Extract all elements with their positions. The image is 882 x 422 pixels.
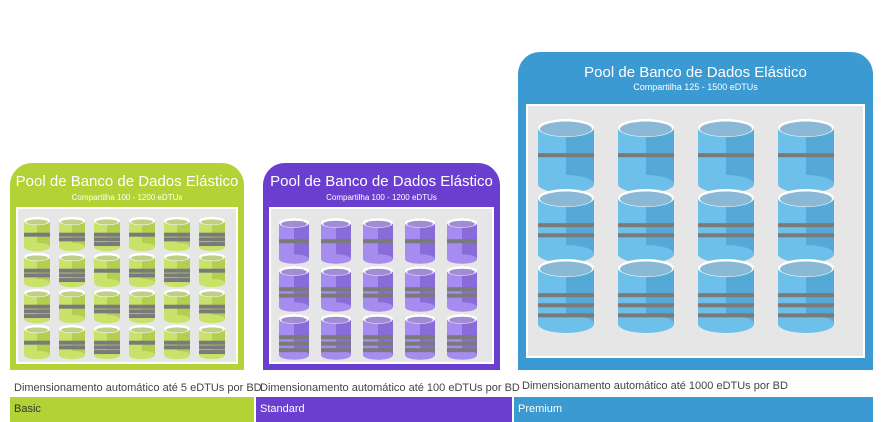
database-icon <box>24 324 50 360</box>
database-icon <box>129 324 155 360</box>
standard-pool: Pool de Banco de Dados Elástico Comparti… <box>263 163 500 370</box>
database-icon <box>538 119 594 193</box>
basic-pool: Pool de Banco de Dados Elástico Comparti… <box>10 163 244 370</box>
database-icon <box>24 252 50 288</box>
basic-tier-label: Basic <box>10 397 254 422</box>
premium-database-panel <box>526 104 865 358</box>
database-icon <box>405 218 435 264</box>
standard-pool-subtitle: Compartilha 100 - 1200 eDTUs <box>326 193 437 202</box>
premium-caption: Dimensionamento automático até 1000 eDTU… <box>522 380 788 392</box>
standard-pool-title: Pool de Banco de Dados Elástico <box>270 173 493 190</box>
basic-pool-title: Pool de Banco de Dados Elástico <box>15 173 239 190</box>
database-icon <box>538 189 594 263</box>
database-icon <box>199 288 225 324</box>
database-icon <box>698 189 754 263</box>
database-icon <box>199 324 225 360</box>
standard-caption: Dimensionamento automático até 100 eDTUs… <box>260 382 520 394</box>
database-icon <box>363 218 393 264</box>
database-icon <box>94 324 120 360</box>
database-icon <box>405 314 435 360</box>
database-icon <box>447 314 477 360</box>
database-icon <box>94 252 120 288</box>
database-icon <box>321 266 351 312</box>
database-icon <box>129 216 155 252</box>
basic-caption: Dimensionamento automático até 5 eDTUs p… <box>14 382 262 394</box>
database-icon <box>618 189 674 263</box>
database-icon <box>129 252 155 288</box>
database-icon <box>164 216 190 252</box>
database-icon <box>618 259 674 333</box>
database-icon <box>538 259 594 333</box>
database-icon <box>24 216 50 252</box>
database-icon <box>363 266 393 312</box>
database-icon <box>778 119 834 193</box>
database-icon <box>698 119 754 193</box>
premium-pool: Pool de Banco de Dados Elástico Comparti… <box>518 52 873 370</box>
database-icon <box>698 259 754 333</box>
database-icon <box>94 216 120 252</box>
database-icon <box>447 266 477 312</box>
database-icon <box>129 288 155 324</box>
database-icon <box>279 314 309 360</box>
database-icon <box>59 324 85 360</box>
database-icon <box>164 288 190 324</box>
database-icon <box>405 266 435 312</box>
standard-database-panel <box>269 207 494 364</box>
premium-tier-label: Premium <box>514 397 873 422</box>
database-icon <box>59 288 85 324</box>
database-icon <box>24 288 50 324</box>
database-icon <box>363 314 393 360</box>
database-icon <box>778 259 834 333</box>
premium-pool-title: Pool de Banco de Dados Elástico <box>584 64 807 81</box>
database-icon <box>279 218 309 264</box>
database-icon <box>164 324 190 360</box>
database-icon <box>199 216 225 252</box>
database-icon <box>447 218 477 264</box>
database-icon <box>199 252 225 288</box>
database-icon <box>618 119 674 193</box>
database-icon <box>59 216 85 252</box>
premium-pool-subtitle: Compartilha 125 - 1500 eDTUs <box>633 82 758 92</box>
database-icon <box>164 252 190 288</box>
database-icon <box>321 218 351 264</box>
database-icon <box>778 189 834 263</box>
basic-database-panel <box>16 207 238 364</box>
database-icon <box>94 288 120 324</box>
database-icon <box>321 314 351 360</box>
basic-pool-subtitle: Compartilha 100 - 1200 eDTUs <box>71 193 183 202</box>
database-icon <box>279 266 309 312</box>
standard-tier-label: Standard <box>256 397 512 422</box>
database-icon <box>59 252 85 288</box>
